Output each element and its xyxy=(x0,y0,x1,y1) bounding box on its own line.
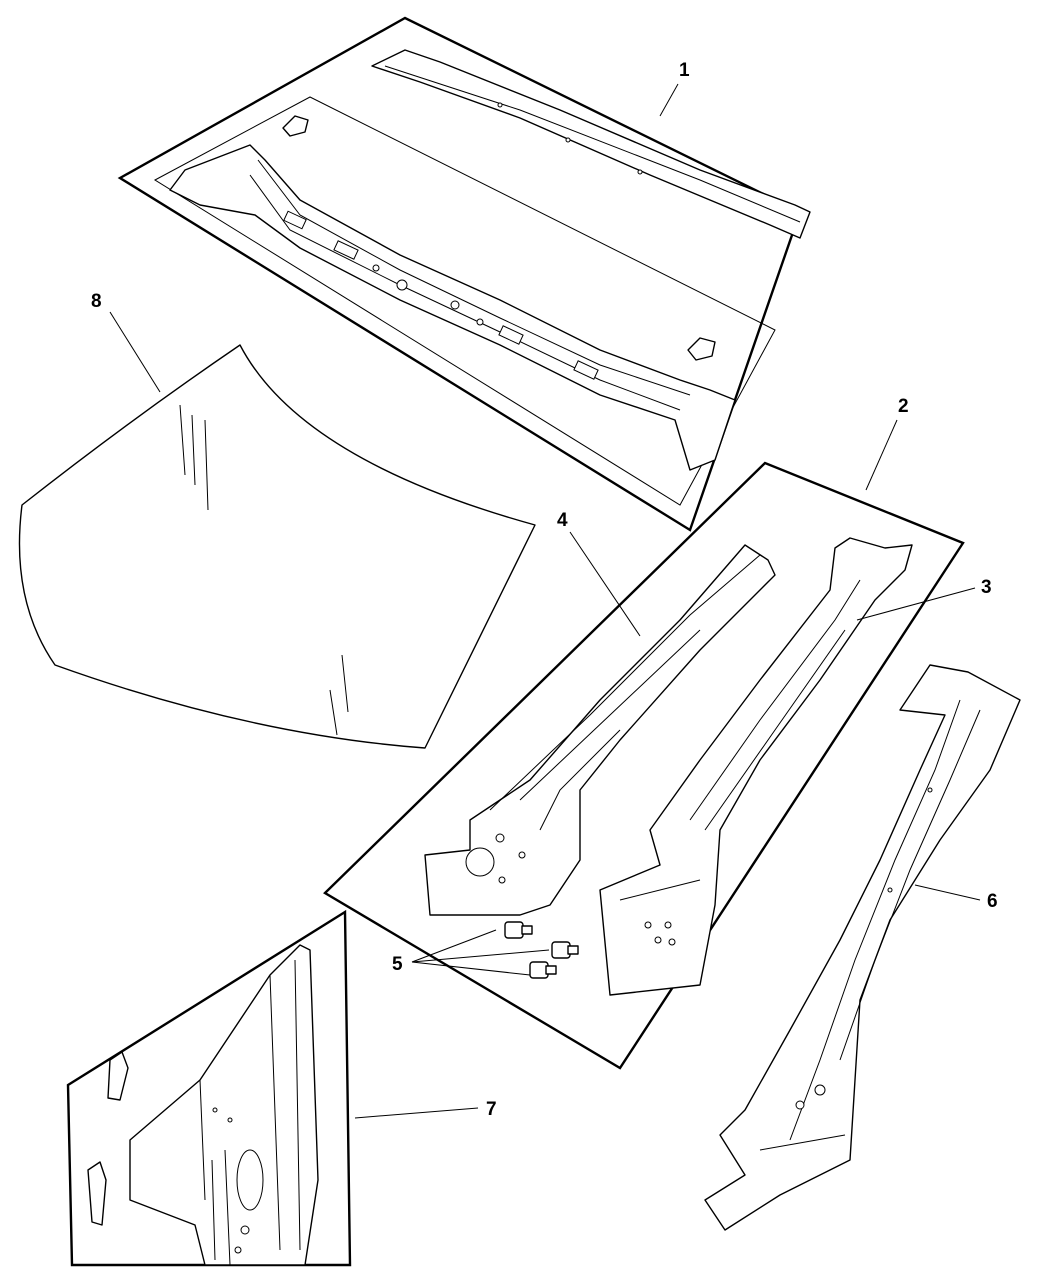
callout-2: 2 xyxy=(898,396,909,417)
callout-5: 5 xyxy=(392,954,403,975)
pillar-panel-group xyxy=(323,461,965,1070)
leader-lines xyxy=(109,83,981,1119)
callout-1: 1 xyxy=(679,60,690,81)
callout-8: 8 xyxy=(91,291,102,312)
cowl-panel-group xyxy=(117,16,811,532)
callout-7: 7 xyxy=(486,1099,497,1120)
body-side-pillar xyxy=(704,664,1021,1231)
bolt-icon xyxy=(529,961,557,979)
windshield-glass xyxy=(18,344,536,749)
callout-6: 6 xyxy=(987,891,998,912)
callout-4: 4 xyxy=(557,510,568,531)
callout-3: 3 xyxy=(981,577,992,598)
cowl-side-panel-group xyxy=(66,909,352,1267)
bolt-icon xyxy=(504,921,533,939)
bolt-icon xyxy=(551,941,579,959)
